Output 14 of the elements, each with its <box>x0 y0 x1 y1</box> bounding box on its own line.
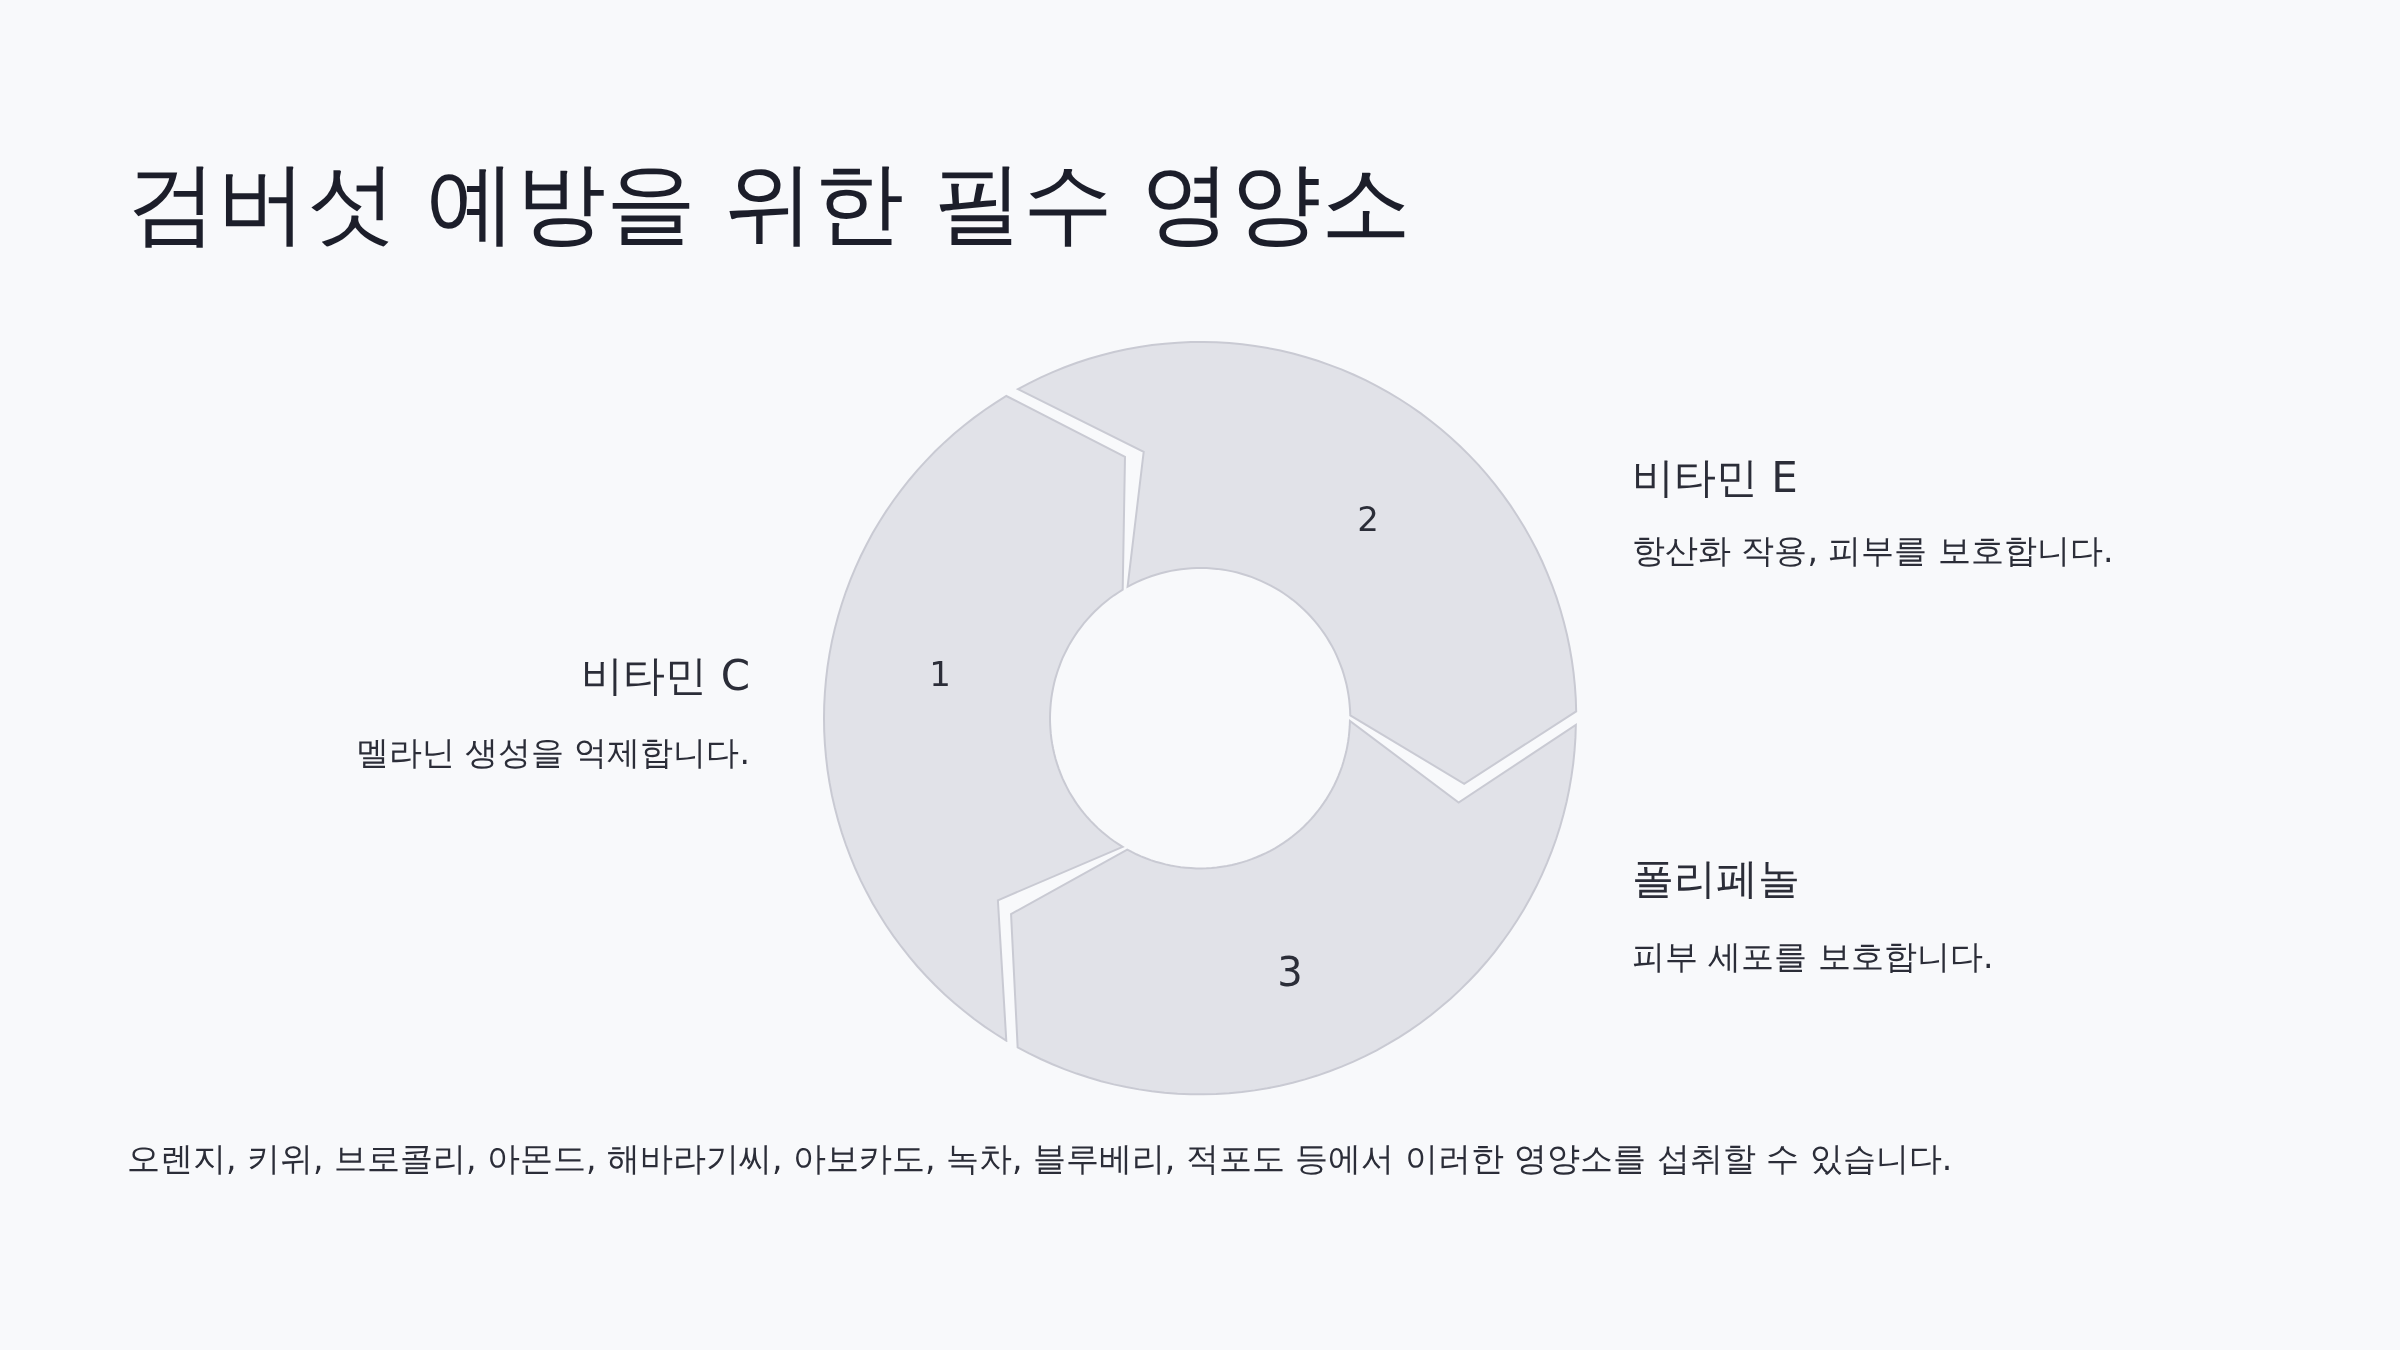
nutrient-heading: 비타민 E <box>1632 451 1798 504</box>
title: 검버섯 예방을 위한 필수 영양소 <box>127 149 1412 257</box>
step-number: 2 <box>1357 501 1379 539</box>
nutrient-description: 멜라닌 생성을 억제합니다. <box>355 731 750 774</box>
nutrient-description: 항산화 작용, 피부를 보호합니다. <box>1632 529 2114 572</box>
ring-segment <box>1015 340 1578 786</box>
ring-segment <box>822 393 1127 1043</box>
step-number: 1 <box>929 656 951 694</box>
nutrient-description: 피부 세포를 보호합니다. <box>1632 935 1994 978</box>
ring-segment <box>1009 718 1578 1096</box>
step-number: 3 <box>1277 950 1303 994</box>
nutrient-heading: 폴리페놀 <box>1632 852 1800 905</box>
caption: 오렌지, 키위, 브로콜리, 아몬드, 해바라기씨, 아보카도, 녹차, 블루베리, 적포도 등에서 이러한 영양소를 섭취할 수 있습니다. <box>127 1138 1953 1180</box>
nutrient-heading: 비타민 C <box>581 649 750 702</box>
